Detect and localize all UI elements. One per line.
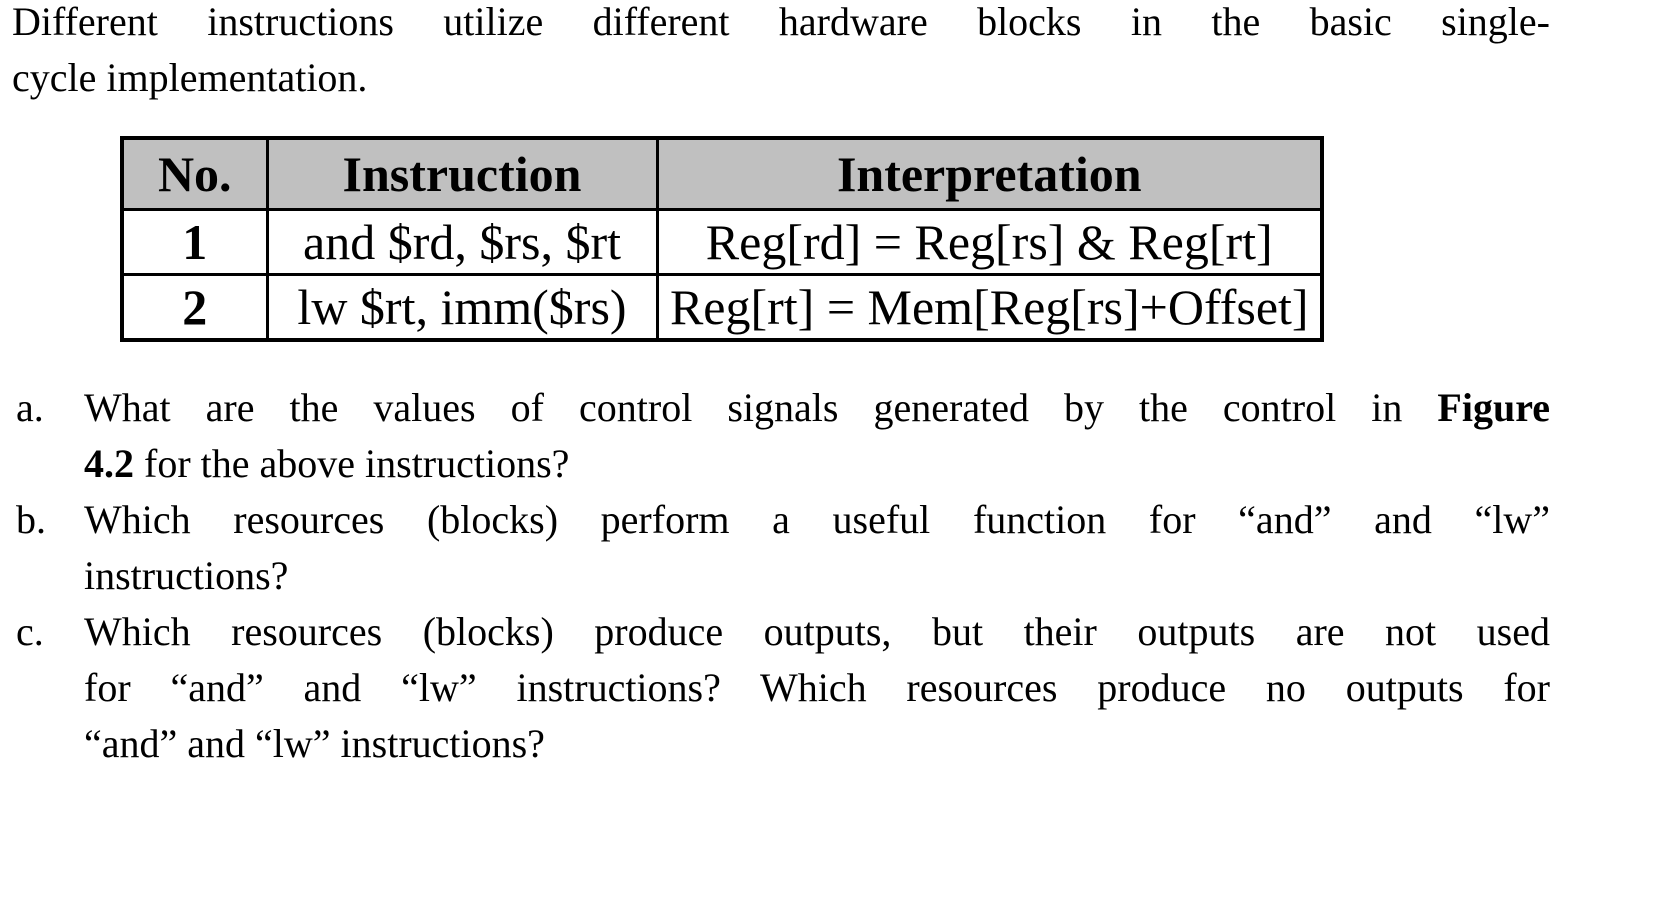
intro-paragraph: Different instructions utilize different…	[12, 0, 1550, 106]
question-a-line-1-text: What are the values of control signals g…	[84, 385, 1438, 430]
question-c-label: c.	[16, 609, 44, 654]
question-c-line-2: for “and” and “lw” instructions? Which r…	[84, 660, 1550, 716]
table-header-row: No. Instruction Interpretation	[120, 136, 1324, 211]
row2-interpretation: Reg[rt] = Mem[Reg[rs]+Offset]	[655, 273, 1324, 342]
column-header-instruction: Instruction	[265, 136, 659, 211]
intro-line-2-text: cycle implementation.	[12, 55, 368, 100]
question-c-line-2-text: for “and” and “lw” instructions? Which r…	[84, 665, 1550, 710]
question-b-line-1: Which resources (blocks) perform a usefu…	[84, 492, 1550, 548]
question-b: b. Which resources (blocks) perform a us…	[12, 492, 1550, 604]
intro-line-2: cycle implementation.	[12, 50, 1550, 106]
question-c: c. Which resources (blocks) produce outp…	[12, 604, 1550, 772]
question-a: a. What are the values of control signal…	[12, 380, 1550, 492]
row2-instruction: lw $rt, imm($rs)	[265, 273, 659, 342]
row2-no: 2	[120, 273, 269, 342]
question-a-line-2: 4.2 for the above instructions?	[84, 436, 1550, 492]
column-header-interpretation: Interpretation	[655, 136, 1324, 211]
question-c-line-3-text: “and” and “lw” instructions?	[84, 721, 545, 766]
instruction-table: No. Instruction Interpretation 1 and $rd…	[120, 136, 1324, 342]
row1-no: 1	[120, 208, 269, 276]
intro-line-1: Different instructions utilize different…	[12, 0, 1550, 50]
question-a-label: a.	[16, 385, 44, 430]
question-b-line-2-text: instructions?	[84, 553, 289, 598]
table-row: 1 and $rd, $rs, $rt Reg[rd] = Reg[rs] & …	[120, 208, 1324, 276]
question-b-label: b.	[16, 497, 46, 542]
question-a-line-2-bold: 4.2	[84, 441, 134, 486]
question-a-line-2-text: for the above instructions?	[134, 441, 570, 486]
question-b-line-1-text: Which resources (blocks) perform a usefu…	[84, 497, 1550, 542]
question-c-line-1-text: Which resources (blocks) produce outputs…	[84, 609, 1550, 654]
question-c-line-3: “and” and “lw” instructions?	[84, 716, 1550, 772]
question-list: a. What are the values of control signal…	[12, 380, 1550, 772]
table-row: 2 lw $rt, imm($rs) Reg[rt] = Mem[Reg[rs]…	[120, 273, 1324, 342]
row1-instruction: and $rd, $rs, $rt	[265, 208, 659, 276]
column-header-no: No.	[120, 136, 269, 211]
question-c-line-1: Which resources (blocks) produce outputs…	[84, 604, 1550, 660]
row1-interpretation: Reg[rd] = Reg[rs] & Reg[rt]	[655, 208, 1324, 276]
question-a-line-1: What are the values of control signals g…	[84, 380, 1550, 436]
question-b-line-2: instructions?	[84, 548, 1550, 604]
question-a-line-1-bold: Figure	[1437, 385, 1550, 430]
intro-line-1-text: Different instructions utilize different…	[12, 0, 1550, 44]
